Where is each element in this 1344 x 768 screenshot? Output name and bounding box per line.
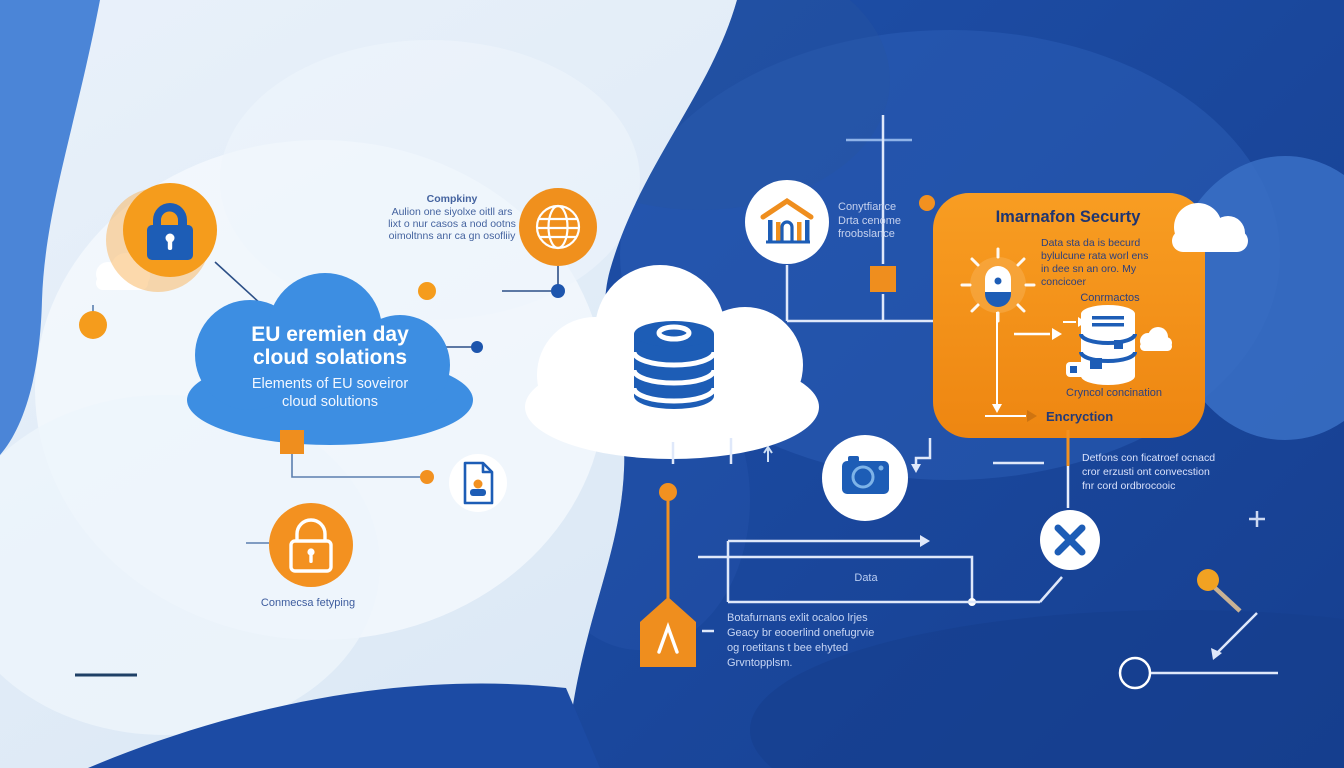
- note-line: Geacy br eooerlind onefugrvie: [727, 627, 874, 639]
- note-line: lixt o nur casos a nod ootns: [388, 218, 516, 230]
- diagonal-arrow: [1217, 612, 1258, 653]
- globe-icon: [535, 204, 581, 250]
- note-line: froobslance: [838, 228, 895, 240]
- pin-marker: [1197, 569, 1242, 613]
- orange-dot: [79, 311, 107, 339]
- up-arrow-icon: [763, 445, 773, 462]
- blue-node-dot: [471, 341, 483, 353]
- arrowhead: [920, 535, 930, 547]
- note-line: cror erzusti ont convecstion: [1082, 466, 1210, 478]
- encryption-label: Encryction: [1046, 409, 1113, 424]
- globe-badge: [519, 188, 597, 266]
- note-line: Drta cenome: [838, 215, 901, 227]
- note-line: Conytfiance: [838, 201, 896, 213]
- cloud-subtitle: cloud solutions: [282, 394, 378, 410]
- soft-blob: [0, 395, 380, 735]
- dark-corner-shade: [750, 610, 1344, 768]
- bottom-wave: [88, 683, 600, 768]
- central-cloud: [525, 265, 819, 459]
- company-note: Compkiny Aulion one siyolxe oitll ars li…: [388, 193, 516, 242]
- database-icon: [631, 321, 717, 409]
- security-body-line: Data sta da is becurd: [1041, 237, 1140, 249]
- document-badge: [449, 454, 507, 512]
- security-body-line: concicoer: [1041, 276, 1086, 288]
- camera-icon: [842, 456, 889, 494]
- security-box: Imarnafon Securty Data sta da is becurd …: [933, 193, 1205, 438]
- alarm-lock-icon: [960, 247, 1036, 323]
- orange-dot: [919, 195, 935, 211]
- padlock-badge: [106, 183, 217, 292]
- security-body-line: in dee sn an oro. My: [1041, 263, 1137, 275]
- x-badge: [1040, 510, 1100, 570]
- arrowhead: [992, 404, 1002, 413]
- soft-blob: [220, 40, 640, 320]
- connector-line: [214, 261, 263, 306]
- orange-square: [870, 266, 896, 292]
- orange-square: [280, 430, 304, 454]
- cloud-title: cloud solations: [253, 346, 407, 369]
- cloud-subtitle: Elements of EU soveiror: [252, 376, 409, 392]
- arrowhead: [1211, 648, 1222, 660]
- building-icon: [760, 197, 814, 244]
- x-icon: [1054, 524, 1086, 556]
- arrowhead: [1052, 328, 1062, 340]
- note-line: fnr cord ordbrocooic: [1082, 480, 1175, 492]
- security-box-title: Imarnafon Securty: [996, 208, 1142, 226]
- arrowhead: [1027, 410, 1037, 422]
- cloud-icon: [1140, 327, 1172, 351]
- note-line: Aulion one siyolxe oitll ars: [392, 206, 513, 218]
- server-icon: [1066, 305, 1137, 385]
- circle-outline: [1118, 656, 1152, 690]
- cloud-icon: [1172, 203, 1248, 252]
- note-line: og roetitans t bee ehyted: [727, 642, 848, 654]
- orange-dot: [418, 282, 436, 300]
- note-line: Detfons con ficatroef ocnacd: [1082, 452, 1215, 464]
- side-note: Detfons con ficatroef ocnacd cror erzust…: [1082, 452, 1215, 492]
- orange-dot: [659, 483, 677, 501]
- plus-icon: [1249, 511, 1265, 527]
- bottom-note: Botafurnans exlit ocaloo lrjes Geacy br …: [727, 612, 874, 669]
- security-caption: Cryncol concination: [1066, 387, 1162, 399]
- note-line: Botafurnans exlit ocaloo lrjes: [727, 612, 868, 624]
- house-icon: [640, 597, 696, 667]
- orange-dot: [420, 470, 434, 484]
- footer-label: Conmecsa fetyping: [261, 597, 355, 609]
- blue-node-dot: [551, 284, 565, 298]
- compliance-note: Conytfiance Drta cenome froobslance: [838, 201, 901, 240]
- arrowhead: [1078, 317, 1086, 327]
- building-badge: [745, 180, 829, 264]
- connector-line: [291, 454, 420, 478]
- database-label: Conrmactos: [1080, 292, 1140, 304]
- lock-outline-badge: [269, 503, 353, 587]
- camera-badge: [822, 435, 908, 521]
- security-body-line: bylulcune rata worl ens: [1041, 250, 1148, 262]
- document-icon: [463, 461, 494, 505]
- connector-line: [914, 438, 932, 464]
- left-accent-band: [0, 0, 100, 455]
- lock-icon: [147, 203, 193, 260]
- cloud-title: EU eremien day: [251, 323, 409, 346]
- sovereign-cloud: EU eremien day cloud solations Elements …: [187, 273, 473, 445]
- note-title: Compkiny: [427, 193, 478, 205]
- data-label: Data: [854, 572, 878, 584]
- lock-outline-icon: [289, 518, 333, 573]
- connector-network: [698, 535, 1063, 606]
- note-line: Grvntopplsm.: [727, 657, 792, 669]
- note-line: oimoltnns anr ca gn osofliiy: [389, 230, 516, 242]
- arrowhead: [911, 464, 921, 473]
